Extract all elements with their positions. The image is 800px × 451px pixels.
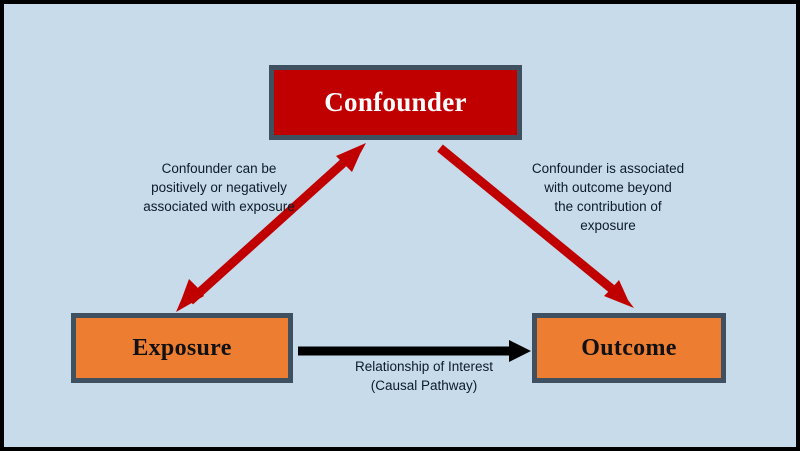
annotation-exposure-confounder: Confounder can be positively or negative… [143,161,295,214]
arrow-exposure-confounder [176,143,366,312]
node-confounder[interactable]: Confounder [269,65,522,140]
arrow-confounder-outcome [437,144,634,308]
node-outcome[interactable]: Outcome [532,313,726,383]
arrow-layer [176,143,634,362]
node-exposure[interactable]: Exposure [71,313,293,383]
annotation-causal-pathway: Relationship of Interest (Causal Pathway… [354,359,494,393]
node-outcome-label: Outcome [581,334,677,361]
annotation-confounder-outcome: Confounder is associated with outcome be… [531,161,685,233]
diagram-background: Confounder Exposure Outcome Confounder c… [4,4,796,447]
arrow-exposure-outcome [298,340,531,362]
node-exposure-label: Exposure [132,334,232,361]
node-confounder-label: Confounder [324,87,467,117]
